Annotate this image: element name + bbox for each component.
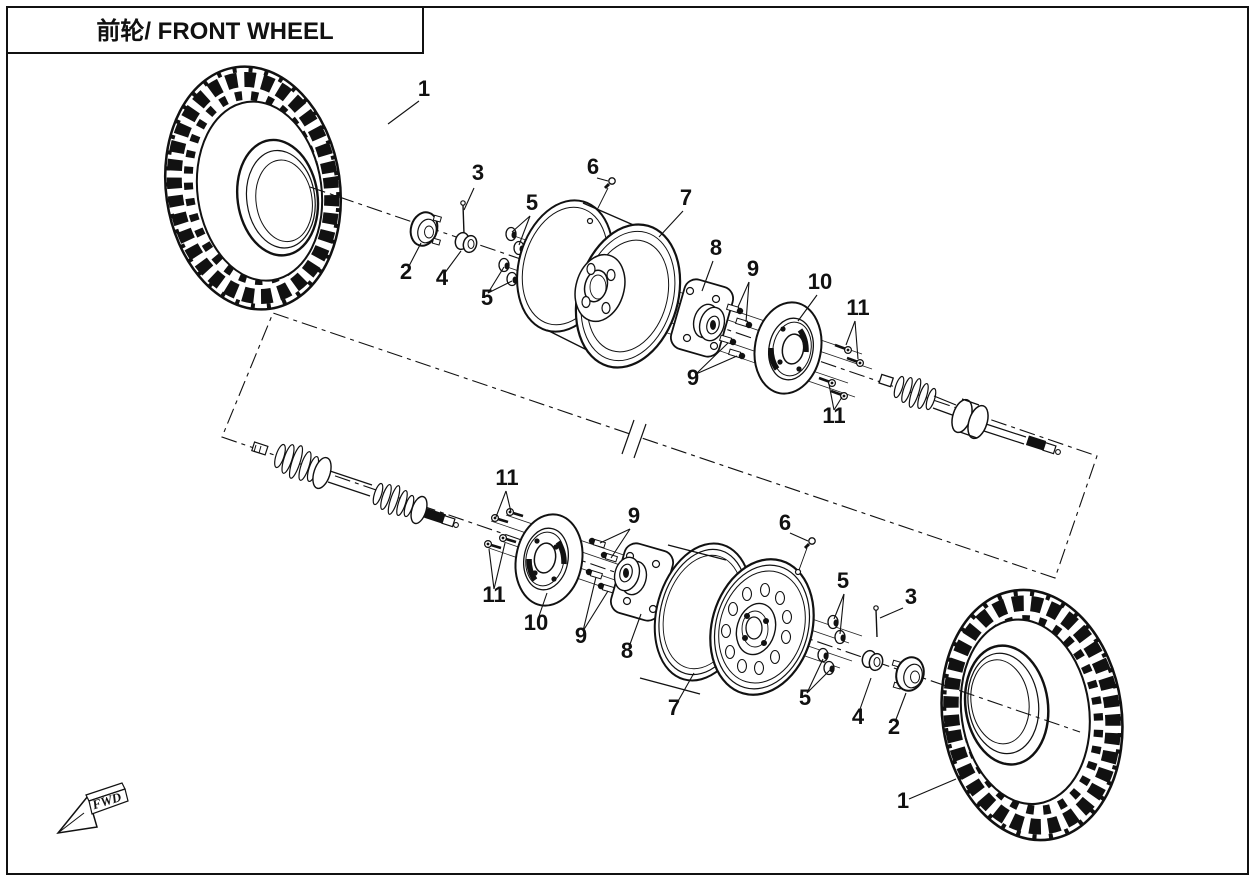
callout-10-bottom: 10 (524, 610, 548, 635)
callout-9-top-a: 9 (747, 256, 759, 281)
valve-stem-bottom (798, 537, 816, 571)
callout-5-bottom-a: 5 (837, 568, 849, 593)
callout-8-top: 8 (710, 235, 722, 260)
wheel-rim-top (516, 199, 682, 369)
page-title: 前轮/ FRONT WHEEL (96, 17, 333, 45)
cotter-pin-bottom (873, 605, 879, 638)
callout-11-bottom-b: 11 (482, 582, 505, 607)
drive-axle-bottom (251, 441, 459, 528)
callout-1-top: 1 (418, 76, 430, 101)
callout-6-bottom: 6 (779, 510, 791, 535)
castle-nut-top (454, 231, 478, 254)
wheel-hub-top (669, 278, 735, 358)
fwd-arrow: FWD (56, 782, 129, 835)
hub-cap-bottom (891, 656, 925, 692)
callout-3-top: 3 (472, 160, 484, 185)
hub-studs-top (718, 303, 753, 360)
break-marks (621, 419, 647, 459)
callout-11-top-a: 11 (846, 295, 869, 320)
callout-8-bottom: 8 (621, 638, 633, 663)
hub-cap-top (409, 211, 443, 247)
callout-2-bottom: 2 (888, 714, 900, 739)
hub-studs-bottom (585, 537, 619, 594)
callout-6-top: 6 (587, 154, 599, 179)
callout-5-top-a: 5 (526, 190, 538, 215)
castle-nut-bottom (861, 649, 884, 672)
lug-nuts-top (498, 226, 525, 287)
brake-disc-bottom (514, 513, 584, 607)
leader-lines (387, 100, 957, 800)
title-box: 前轮/ FRONT WHEEL (6, 6, 424, 54)
callout-5-top-b: 5 (481, 285, 493, 310)
callout-9-bottom-b: 9 (575, 623, 587, 648)
callout-7-bottom: 7 (668, 695, 680, 720)
callout-9-top-b: 9 (687, 365, 699, 390)
callout-10-top: 10 (808, 269, 832, 294)
wheel-rim-bottom (639, 542, 815, 696)
callout-1-bottom: 1 (897, 788, 909, 813)
callout-4-bottom: 4 (852, 704, 865, 729)
callout-11-bottom-a: 11 (495, 465, 518, 490)
callout-11-top-b: 11 (822, 403, 845, 428)
tire-bottom (926, 578, 1138, 852)
callout-7-top: 7 (680, 185, 692, 210)
callout-labels: 1 3 2 4 5 5 6 7 8 9 9 10 11 11 11 11 9 9… (400, 76, 917, 813)
callout-9-bottom-a: 9 (628, 503, 640, 528)
tire-top (150, 55, 356, 321)
brake-disc-top (753, 301, 823, 395)
page-border (6, 6, 1249, 875)
drive-axle-top (878, 373, 1061, 455)
callout-4-top: 4 (436, 265, 449, 290)
callout-3-bottom: 3 (905, 584, 917, 609)
disc-bolts-top (818, 343, 865, 401)
callout-5-bottom-b: 5 (799, 685, 811, 710)
cotter-pin-top (460, 200, 466, 235)
callout-2-top: 2 (400, 259, 412, 284)
disc-bolts-bottom (483, 507, 524, 550)
